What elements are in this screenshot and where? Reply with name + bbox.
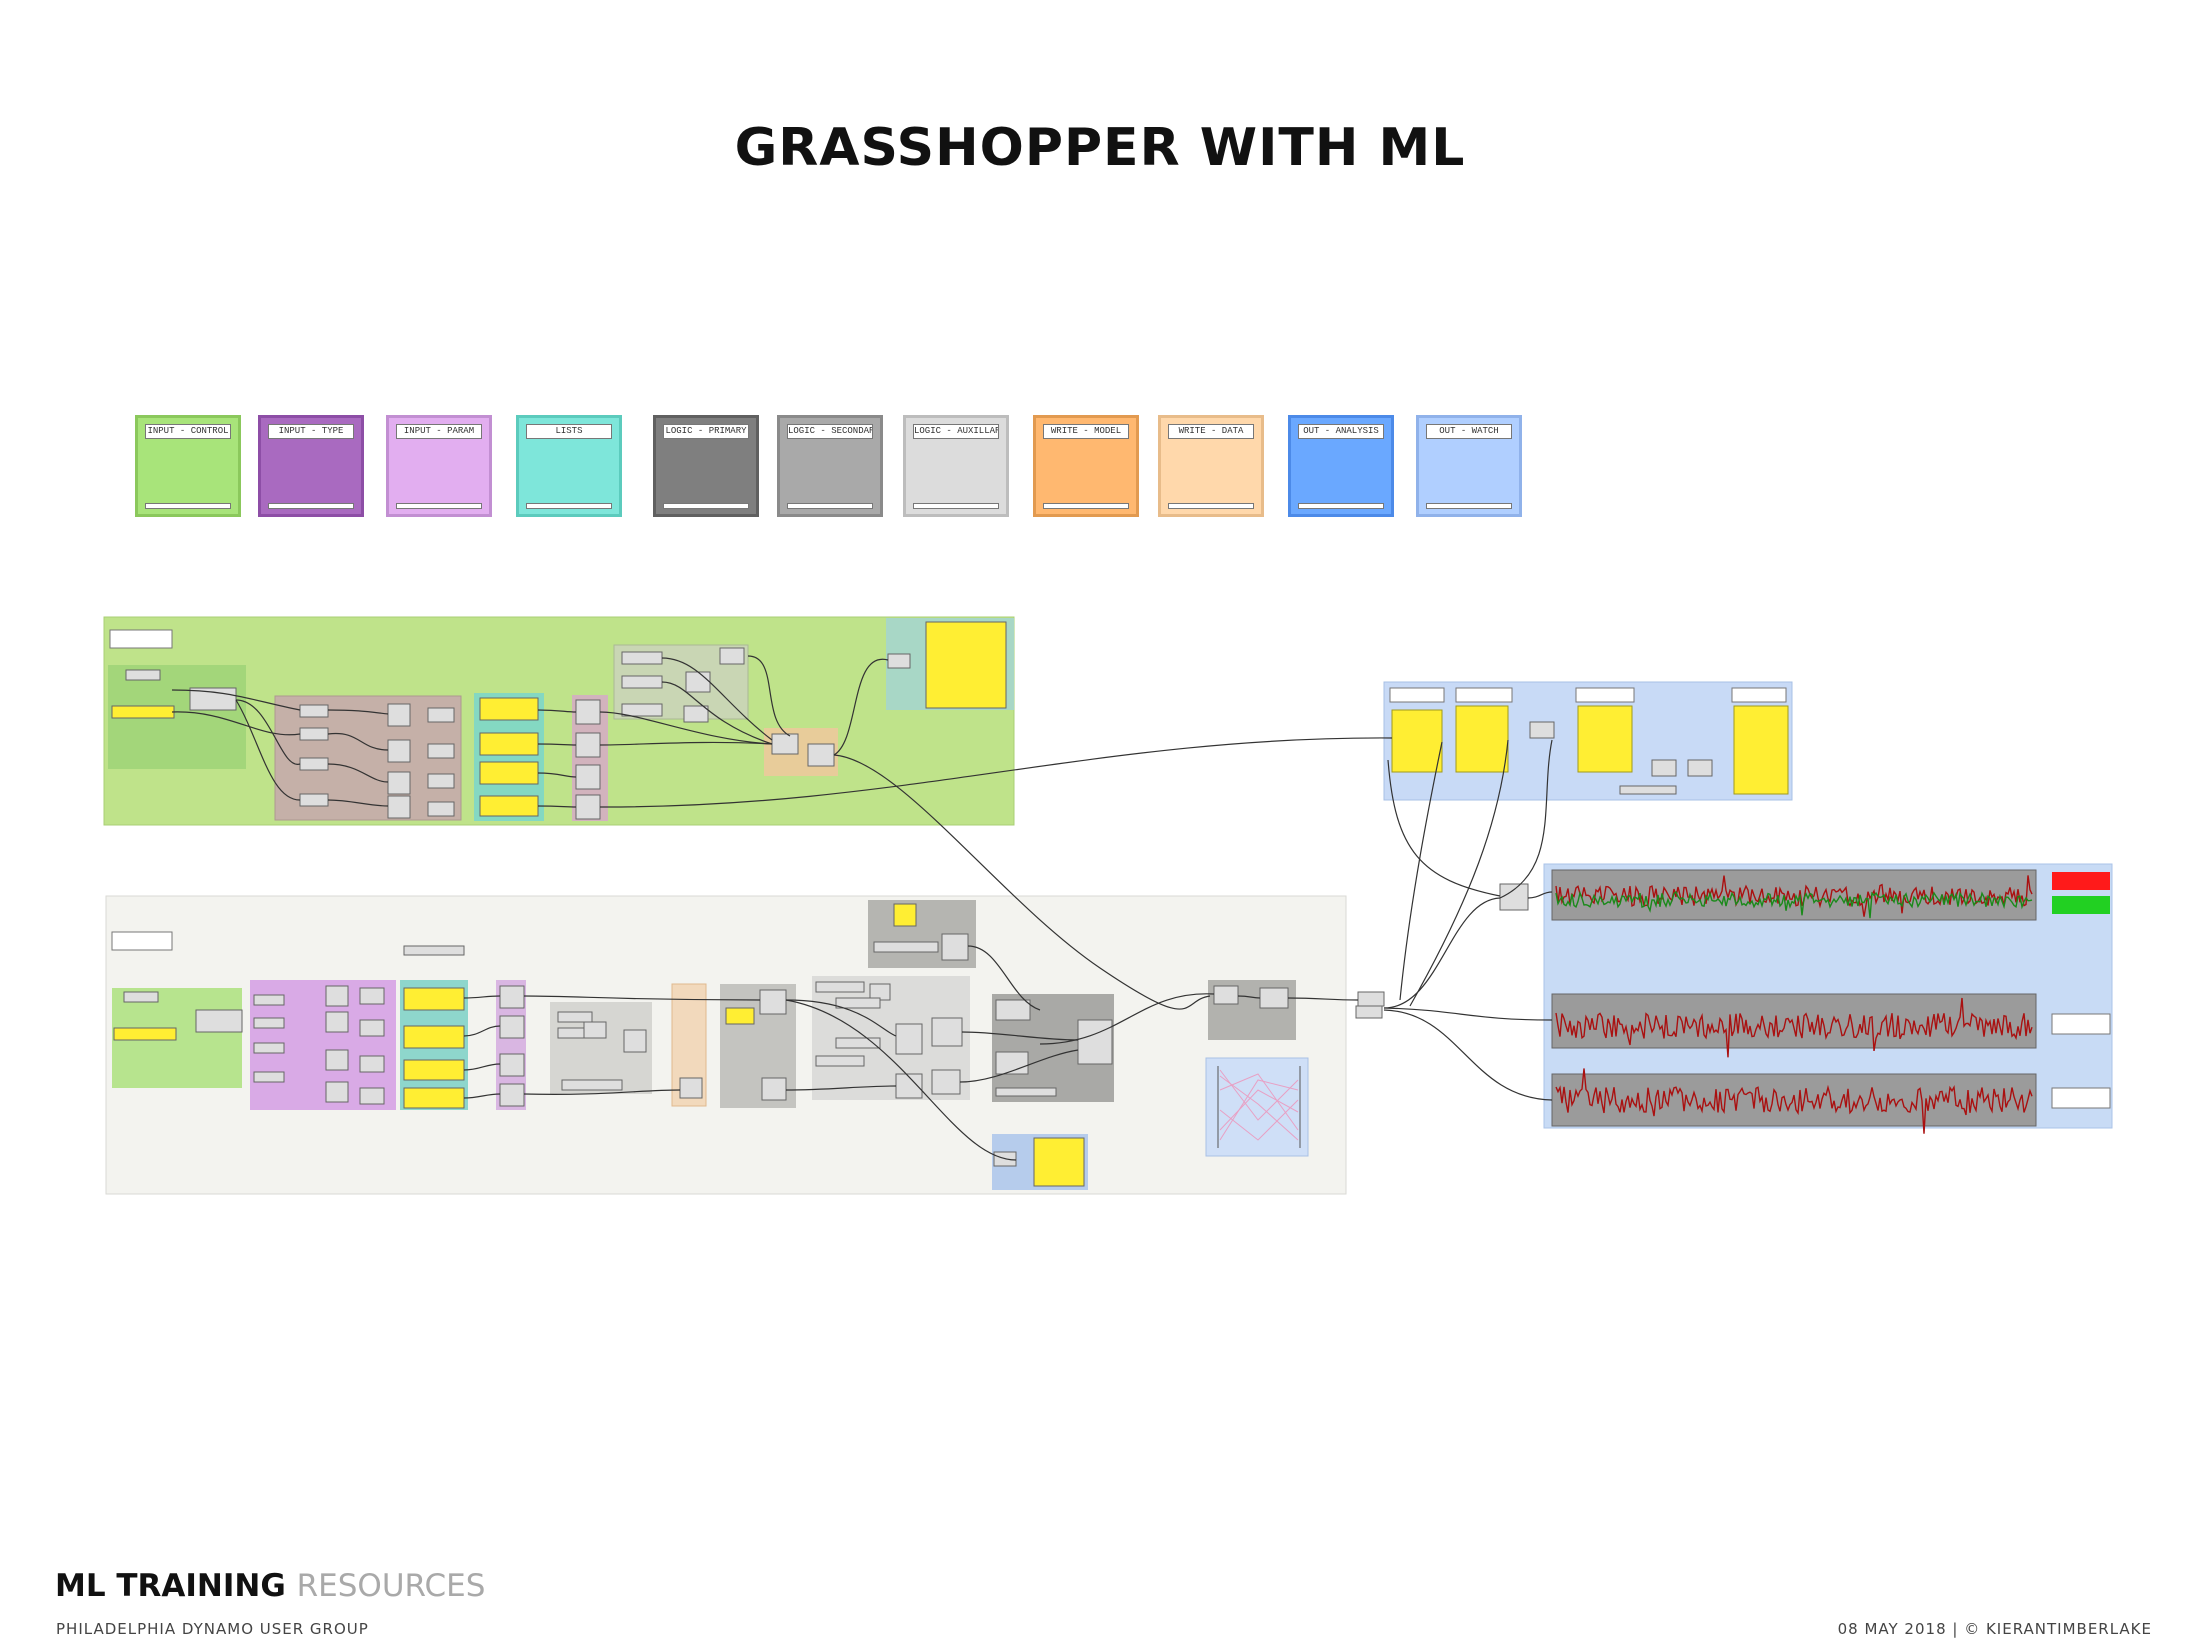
- group-result-charts: [1355, 863, 2113, 1129]
- legend-label: OUT - WATCH: [1426, 424, 1512, 439]
- group-prediction-nodes: [113, 903, 1289, 1187]
- legend-label: LISTS: [526, 424, 612, 439]
- legend-slider-bar: [1168, 503, 1254, 509]
- legend-slider-bar: [1298, 503, 1384, 509]
- group-analysis-output: [1383, 681, 1793, 801]
- legend-slider-bar: [396, 503, 482, 509]
- legend-label: OUT - ANALYSIS: [1298, 424, 1384, 439]
- footer-organization: PHILADELPHIA DYNAMO USER GROUP: [56, 1620, 369, 1638]
- legend-swatch: INPUT - PARAM: [386, 415, 492, 517]
- legend-swatch: LISTS: [516, 415, 622, 517]
- legend-slider-bar: [145, 503, 231, 509]
- legend-slider-bar: [526, 503, 612, 509]
- footer-brand: ML TRAINING RESOURCES: [55, 1568, 485, 1604]
- legend-slider-bar: [1426, 503, 1512, 509]
- group-training-nodes: [111, 621, 1007, 820]
- legend-label: WRITE - DATA: [1168, 424, 1254, 439]
- legend-swatch: INPUT - CONTROL: [135, 415, 241, 517]
- legend-swatch: OUT - ANALYSIS: [1288, 415, 1394, 517]
- legend-swatch: WRITE - MODEL: [1033, 415, 1139, 517]
- page-title: GRASSHOPPER WITH ML: [734, 118, 1466, 178]
- legend-slider-bar: [787, 503, 873, 509]
- footer-brand-light: RESOURCES: [296, 1568, 486, 1604]
- legend-label: LOGIC - PRIMARY: [663, 424, 749, 439]
- legend-label: LOGIC - AUXILLARY: [913, 424, 999, 439]
- group-training-setup: [103, 616, 1015, 826]
- legend-slider-bar: [663, 503, 749, 509]
- legend-slider-bar: [913, 503, 999, 509]
- group-prediction-setup: [105, 895, 1347, 1195]
- legend-label: WRITE - MODEL: [1043, 424, 1129, 439]
- footer-brand-bold: ML TRAINING: [55, 1568, 286, 1604]
- legend-label: LOGIC - SECONDARY: [787, 424, 873, 439]
- legend-slider-bar: [268, 503, 354, 509]
- legend-label: INPUT - CONTROL: [145, 424, 231, 439]
- legend-slider-bar: [1043, 503, 1129, 509]
- parallel-coordinates-plot: [1217, 1066, 1301, 1148]
- chart-traces: [1555, 875, 2033, 1134]
- legend-swatch: LOGIC - SECONDARY: [777, 415, 883, 517]
- legend-swatch: LOGIC - PRIMARY: [653, 415, 759, 517]
- legend-swatch: OUT - WATCH: [1416, 415, 1522, 517]
- footer-date-credit: 08 MAY 2018 | © KIERANTIMBERLAKE: [1837, 1620, 2152, 1638]
- legend-label: INPUT - TYPE: [268, 424, 354, 439]
- connection-wires: [171, 655, 1553, 1161]
- legend-swatch: LOGIC - AUXILLARY: [903, 415, 1009, 517]
- legend-label: INPUT - PARAM: [396, 424, 482, 439]
- legend-swatch: WRITE - DATA: [1158, 415, 1264, 517]
- legend-swatch: INPUT - TYPE: [258, 415, 364, 517]
